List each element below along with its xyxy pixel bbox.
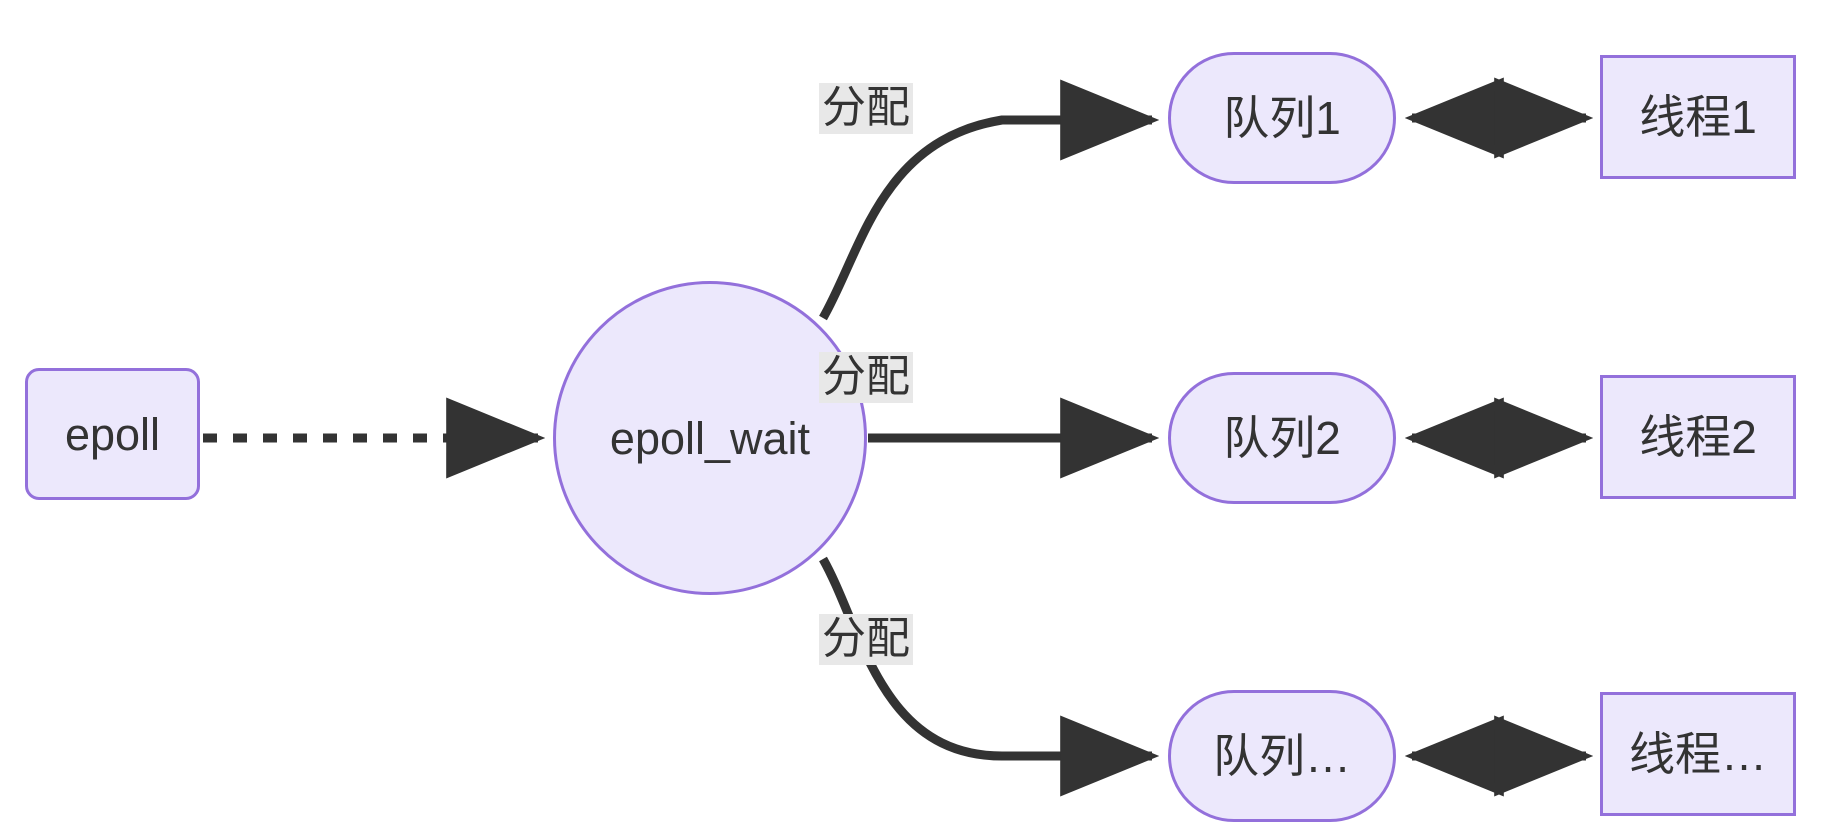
edge-epoll-wait-to-queue3 bbox=[819, 556, 1160, 797]
node-queue3[interactable]: 队列… bbox=[1168, 690, 1396, 822]
edge-label-assign-2: 分配 bbox=[819, 352, 913, 403]
node-thread3[interactable]: 线程… bbox=[1600, 692, 1796, 816]
node-queue2[interactable]: 队列2 bbox=[1168, 372, 1396, 504]
edge-label-assign-1: 分配 bbox=[819, 83, 913, 134]
node-epoll-wait[interactable]: epoll_wait bbox=[553, 281, 867, 595]
node-thread2[interactable]: 线程2 bbox=[1600, 375, 1796, 499]
node-queue1[interactable]: 队列1 bbox=[1168, 52, 1396, 184]
node-thread1[interactable]: 线程1 bbox=[1600, 55, 1796, 179]
edge-epoll-wait-to-queue1 bbox=[819, 79, 1160, 321]
edge-label-assign-3: 分配 bbox=[819, 614, 913, 665]
node-epoll[interactable]: epoll bbox=[25, 368, 200, 500]
